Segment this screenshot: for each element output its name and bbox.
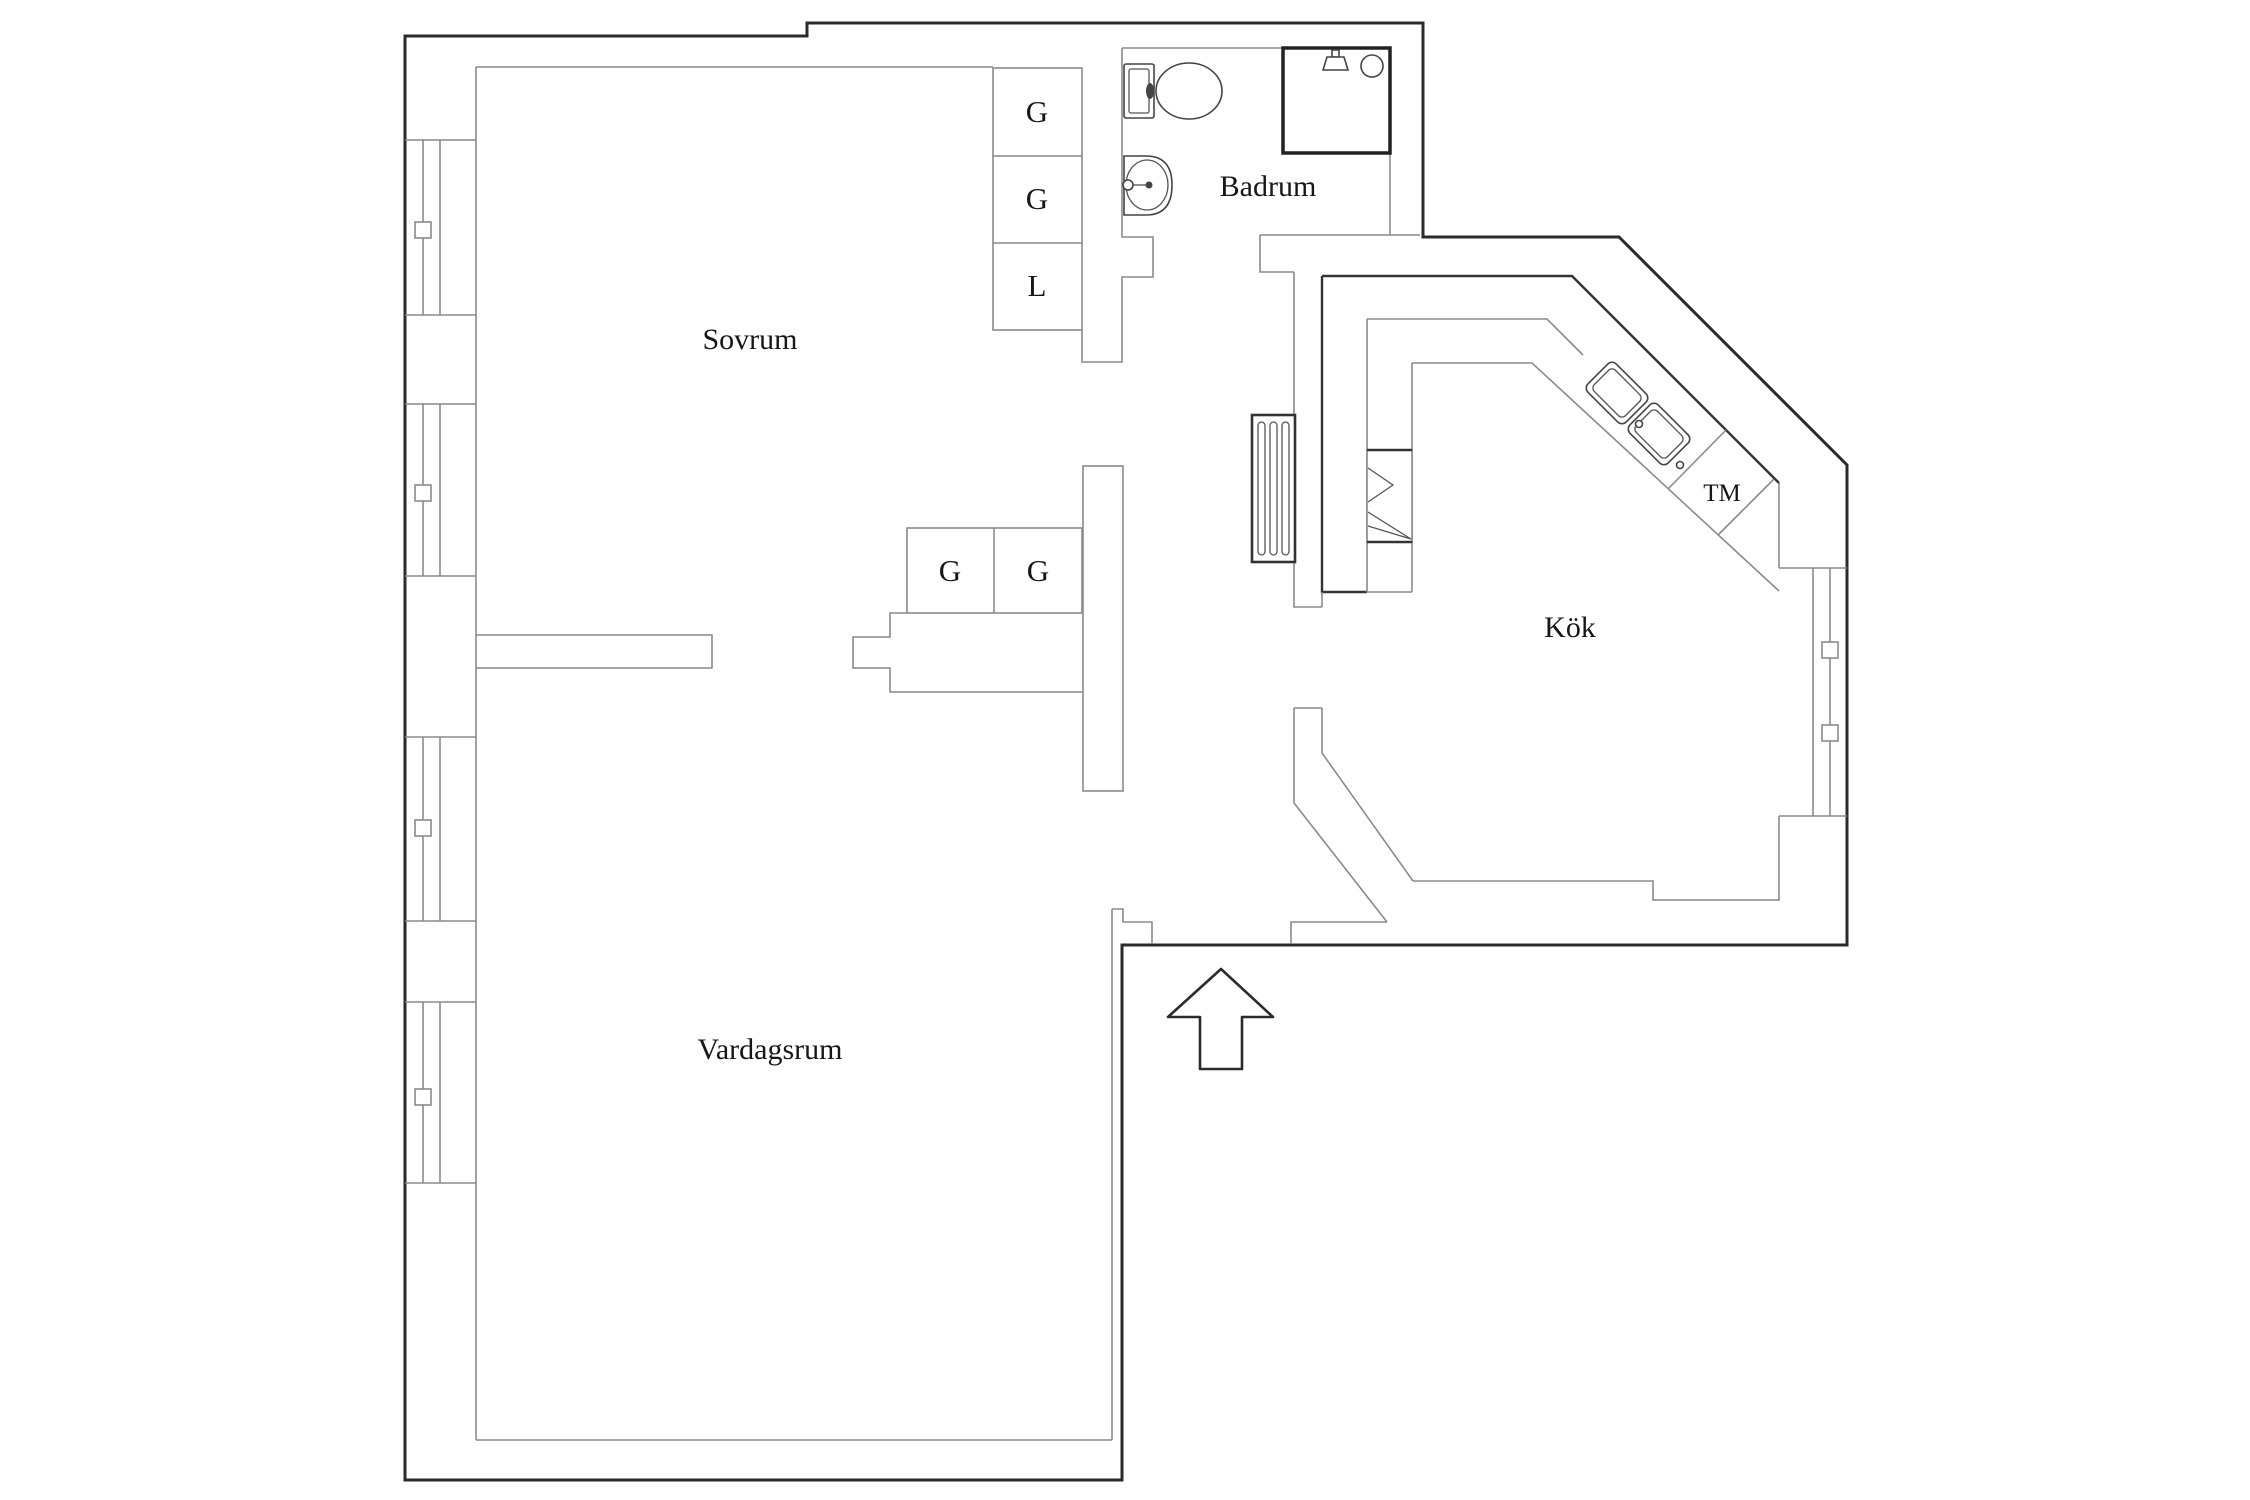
closet-row-middle [906, 527, 1083, 614]
window-handle-icon [1821, 641, 1839, 659]
appliance-cabinet [1366, 448, 1413, 544]
closet-column-top [992, 67, 1083, 331]
radiator-icon [1250, 413, 1297, 564]
window-left-3 [405, 736, 476, 922]
closet-label-g3: G [939, 553, 961, 588]
window-handle-icon [414, 221, 432, 239]
window-handle-icon [414, 819, 432, 837]
closet-label-g4: G [1027, 553, 1049, 588]
outer-walls [403, 21, 1849, 1482]
toilet-icon [1123, 62, 1223, 120]
hall-wall [1082, 465, 1124, 792]
washing-machine-label: TM [1703, 480, 1741, 507]
window-right [1779, 567, 1847, 817]
inner-walls [475, 47, 1780, 1441]
washing-machine-cell [1667, 429, 1775, 536]
window-handle-icon [414, 484, 432, 502]
closet-label-g1: G [1026, 94, 1048, 129]
washbasin-icon [1122, 155, 1173, 216]
shower-icon [1281, 46, 1392, 155]
window-left-4 [405, 1001, 476, 1184]
closet-label-g2: G [1026, 181, 1048, 216]
kitchen-counters [1320, 274, 1780, 607]
entrance-arrow-icon [1166, 967, 1275, 1071]
room-label-kok: Kök [1544, 611, 1596, 644]
room-label-sovrum: Sovrum [702, 323, 797, 356]
window-left-1 [405, 139, 476, 316]
window-handle-icon [414, 1088, 432, 1106]
closet-label-l: L [1028, 268, 1047, 303]
window-handle-icon [1821, 724, 1839, 742]
room-label-vardagsrum: Vardagsrum [698, 1033, 843, 1066]
labels: Sovrum Vardagsrum Badrum Kök G G L G G T… [698, 94, 1741, 1066]
kitchen-sink-icon [1585, 361, 1691, 470]
room-label-badrum: Badrum [1220, 170, 1317, 203]
window-left-2 [405, 403, 476, 577]
